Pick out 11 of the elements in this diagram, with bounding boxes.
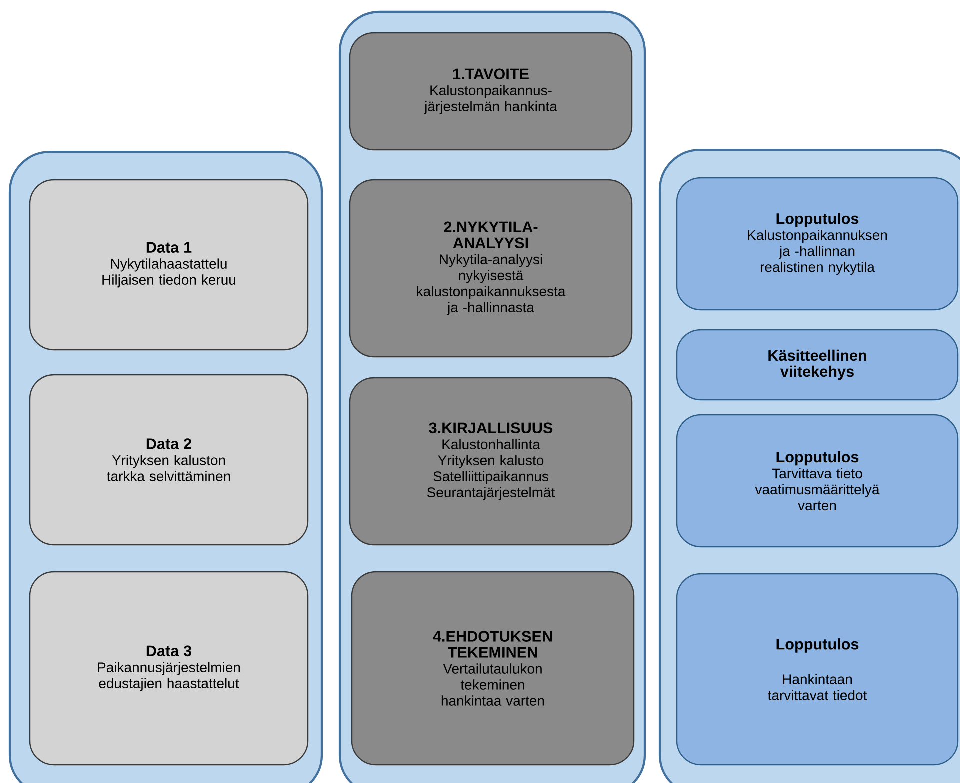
step-box: 1.TAVOITE Kalustonpaikannus-järjestelmän hankinta [349,32,633,151]
data-box: Data 1 Nykytilahaastattelu Hiljaisen tiedon keruu [29,179,309,351]
result-box: Käsitteellinen viitekehys [676,329,959,401]
result-box: Lopputulos Tarvittava tieto vaatimusmäärittelyä varten [676,414,959,548]
step-box: 4.EHDOTUKSEN TEKEMINEN Vertailutaulukon tekeminen hankintaa varten [351,571,635,766]
result-box: Lopputulos Kalustonpaikannuksen ja -hallinnan realistinen nykytila [676,177,959,311]
data-box: Data 2 Yrityksen kaluston tarkka selvittäminen [29,374,309,546]
step-box: 2.NYKYTILA-ANALYYSI Nykytila-analyysi nykyisestä kalustonpaikannuksesta ja -hallinnasta [349,179,633,358]
result-box: Lopputulos Hankintaan tarvittavat tiedot [676,573,959,766]
step-box: 3.KIRJALLISUUS Kalustonhallinta Yrityksen kalusto Satelliittipaikannus Seurantajärjestelmät [349,377,633,546]
data-box: Data 3 Paikannusjärjestelmien edustajien haastattelut [29,571,309,766]
